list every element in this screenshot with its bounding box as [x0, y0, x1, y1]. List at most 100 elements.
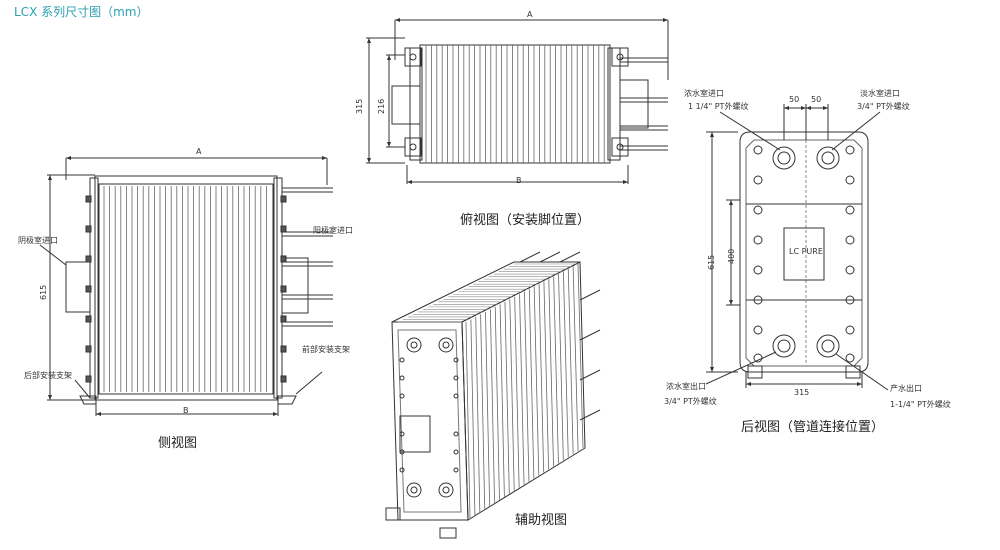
iso-bolt-left-5	[399, 467, 405, 473]
iso-plate-line	[509, 299, 515, 491]
iso-plate-line	[572, 266, 579, 452]
top-dim-216-line-arrow-top	[387, 55, 391, 60]
rear-label-conc-outlet: 浓水室出口	[666, 382, 706, 391]
side-dim-a-line-arrow-right	[322, 156, 327, 160]
rear-label-conc-outlet-spec: 3/4" PT外螺纹	[664, 397, 717, 406]
rear-view-drawing	[705, 104, 889, 391]
iso-bolt-left-2	[399, 393, 405, 399]
side-bolt-left-1	[85, 225, 92, 233]
side-bolt-left-5	[85, 345, 92, 353]
side-bolt-right-5	[280, 345, 287, 353]
iso-plate-line	[514, 296, 520, 488]
side-label-anode-inlet: 阳极室进口	[313, 226, 353, 235]
side-bolt-right-6	[280, 375, 287, 383]
top-dim-b-line-arrow-right	[623, 180, 628, 184]
rear-label-conc-inlet: 淡水室进口	[860, 89, 900, 98]
side-label-cathode-inlet: 阴极室进口	[18, 236, 58, 245]
iso-plate-line	[577, 263, 584, 449]
rear-dim-615-line-arrow-bottom	[710, 367, 714, 372]
rear-dim-315-line-arrow-left	[746, 382, 751, 386]
rear-label-product-outlet-spec: 1-1/4" PT外螺纹	[890, 400, 951, 409]
side-view-caption: 侧视图	[158, 436, 198, 451]
iso-bolt-right-3	[453, 431, 459, 437]
top-foot-hole-0	[409, 53, 417, 61]
rear-port-inner-0	[777, 151, 791, 165]
rear-label-product-outlet: 产水出口	[890, 384, 922, 393]
iso-plate-line	[499, 304, 505, 497]
iso-foot-left	[385, 507, 401, 521]
top-dim-b-line-arrow-left	[407, 180, 412, 184]
iso-pipe-3	[579, 289, 601, 301]
page-title: LCX 系列尺寸图（mm）	[14, 5, 149, 19]
iso-plate-line	[504, 301, 510, 494]
iso-plate-line	[524, 291, 530, 482]
iso-view-caption: 辅助视图	[515, 513, 568, 528]
rear-bolt-right-4	[845, 265, 855, 275]
side-bolt-left-2	[85, 255, 92, 263]
rear-bolt-right-1	[845, 175, 855, 185]
iso-plate-line	[548, 279, 554, 467]
side-body-inner	[98, 183, 274, 395]
iso-port-3	[438, 482, 454, 498]
side-dim-b-line-arrow-left	[96, 412, 101, 416]
top-dim-a: A	[527, 10, 533, 19]
iso-bolt-left-1	[399, 375, 405, 381]
top-dim-216: 216	[377, 98, 386, 114]
side-dim-height: 615	[39, 284, 48, 300]
iso-bolt-left-4	[399, 449, 405, 455]
rear-dim-50-left-line-arrow-right	[801, 106, 806, 110]
side-bolt-right-1	[280, 225, 287, 233]
rear-bolt-right-0	[845, 145, 855, 155]
iso-right-face	[461, 261, 586, 521]
iso-port-inner-0	[410, 341, 418, 349]
rear-port-3	[816, 334, 840, 358]
iso-pipe-4	[579, 329, 601, 341]
rear-leader-conc-in	[831, 111, 881, 151]
rear-bolt-left-1	[753, 175, 763, 185]
rear-label-dilute-inlet-spec: 1 1/4" PT外螺纹	[688, 102, 749, 111]
rear-dim-50-left: 50	[789, 95, 800, 104]
top-foot-1	[404, 137, 422, 157]
rear-dim-400-line-arrow-top	[729, 200, 733, 205]
rear-port-2	[772, 334, 796, 358]
rear-label-dilute-inlet: 浓水室进口	[684, 89, 724, 98]
top-dim-315: 315	[355, 98, 364, 114]
iso-plate-line	[480, 314, 486, 509]
iso-port-0	[406, 337, 422, 353]
top-left-block	[391, 85, 421, 125]
side-foot-rear	[79, 395, 97, 405]
rear-bolt-right-2	[845, 205, 855, 215]
side-dim-h-line-arrow-bottom	[48, 395, 52, 400]
side-leader-front-bracket	[295, 371, 323, 395]
rear-foot-right	[845, 365, 861, 379]
iso-plate-line	[543, 281, 550, 470]
iso-pipe-2	[559, 251, 581, 263]
top-view-caption: 俯视图（安装脚位置）	[460, 213, 591, 228]
side-bolt-right-2	[280, 255, 287, 263]
top-dim-a-line-arrow-right	[663, 18, 668, 22]
iso-front-inner	[397, 329, 462, 513]
rear-dim-400-line-arrow-bottom	[729, 300, 733, 305]
top-dim-315-line-arrow-bottom	[367, 158, 371, 163]
rear-leader-dilute-in	[719, 111, 781, 151]
rear-label-conc-inlet-spec: 3/4" PT外螺纹	[857, 102, 910, 111]
side-body-outline	[94, 175, 278, 401]
iso-plate-line	[489, 309, 495, 503]
iso-bolt-right-1	[453, 375, 459, 381]
rear-bolt-left-0	[753, 145, 763, 155]
rear-module-label: LC PURE	[789, 247, 823, 256]
iso-plate-line	[567, 269, 574, 455]
iso-plate-line	[538, 284, 545, 473]
iso-bolt-right-0	[453, 357, 459, 363]
side-dim-b-line-arrow-right	[273, 412, 278, 416]
iso-port-2	[406, 482, 422, 498]
rear-dim-50-right: 50	[811, 95, 822, 104]
side-leader-cathode	[39, 244, 67, 266]
side-bolt-left-4	[85, 315, 92, 323]
top-dim-216-line-arrow-bottom	[387, 142, 391, 147]
iso-port-1	[438, 337, 454, 353]
rear-bolt-right-3	[845, 235, 855, 245]
rear-dim-50-right-line-arrow-right	[823, 106, 828, 110]
iso-bolt-right-5	[453, 467, 459, 473]
